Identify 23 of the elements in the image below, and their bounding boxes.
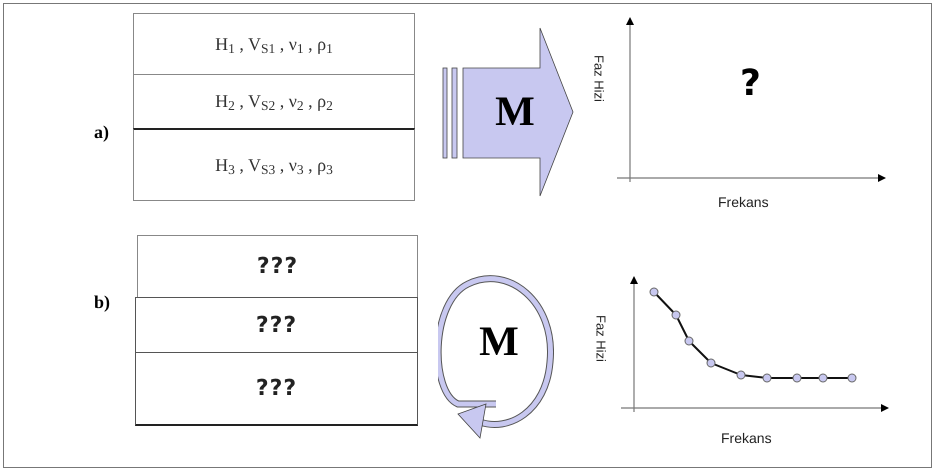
unknown-parameters: ??? [256,312,298,340]
axis-title: Faz Hizi [592,315,610,362]
part-label: b) [94,291,110,314]
layer-box [135,297,418,353]
axis-title: Frekans [721,429,772,448]
unknown-parameters: ??? [256,375,298,403]
block-arrow [440,26,576,198]
layer-parameters: H$_{2}$ , V$_{S2}$ , ν$_{2}$ , ρ$_{2}$ [215,90,333,115]
question-mark: ? [740,66,761,102]
loop-arrow [438,272,554,442]
layer-box [133,128,415,201]
layer-parameters: H$_{3}$ , V$_{S3}$ , ν$_{3}$ , ρ$_{3}$ [215,154,333,178]
unknown-parameters: ??? [256,253,298,281]
model-label: M [479,321,519,363]
layer-parameters: H$_{1}$ , V$_{S1}$ , ν$_{1}$ , ρ$_{1}$ [215,32,333,58]
axis-title: Frekans [718,193,769,212]
layer-box [133,74,415,128]
layer-box [137,235,418,297]
layer-box [133,13,415,74]
axis-title: Faz Hizi [590,55,608,102]
part-label: a) [94,121,109,144]
model-label: M [495,91,535,133]
layer-box [135,352,418,426]
